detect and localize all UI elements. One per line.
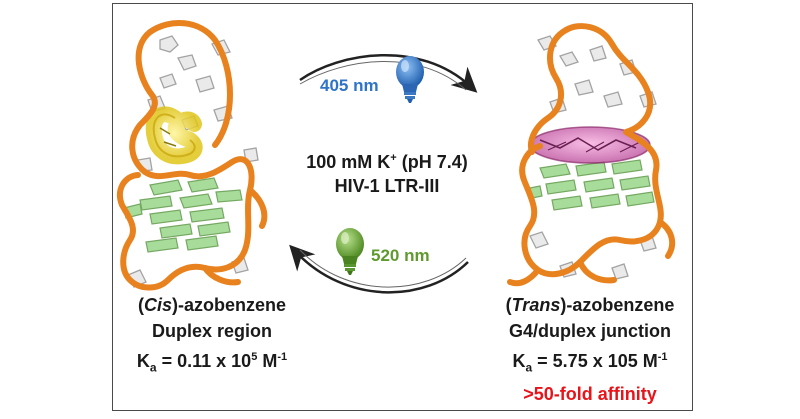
curved-arrow-top [299,53,478,93]
cis-structure [117,19,268,291]
cis-ligand [145,106,203,165]
bulb-icon-green [336,228,364,275]
condition-line1: 100 mM K+ (pH 7.4) [306,152,468,172]
trans-ka: Ka = 5.75 x 105 M-1 [512,351,668,375]
top-wavelength-label: 405 nm [320,76,379,95]
trans-title: (Trans)-azobenzene [505,295,675,315]
condition-block: 100 mM K+ (pH 7.4) HIV-1 LTR-III [284,146,490,198]
cis-region: Duplex region [151,321,272,341]
cis-label-block: (Cis)-azobenzene Duplex region Ka = 0.11… [112,292,312,381]
curved-arrow-bottom [289,244,469,294]
trans-label-block: (Trans)-azobenzene G4/duplex junction Ka… [490,292,690,407]
bulb-icon-blue [396,56,424,103]
trans-structure [507,23,676,287]
trans-region: G4/duplex junction [508,321,671,341]
bottom-wavelength-label: 520 nm [371,246,430,265]
condition-line2: HIV-1 LTR-III [334,176,440,196]
affinity-note: >50-fold affinity [523,383,657,404]
trans-ligand [529,126,651,164]
cis-title: (Cis)-azobenzene [137,295,287,315]
cis-ka: Ka = 0.11 x 105 M-1 [136,351,288,375]
